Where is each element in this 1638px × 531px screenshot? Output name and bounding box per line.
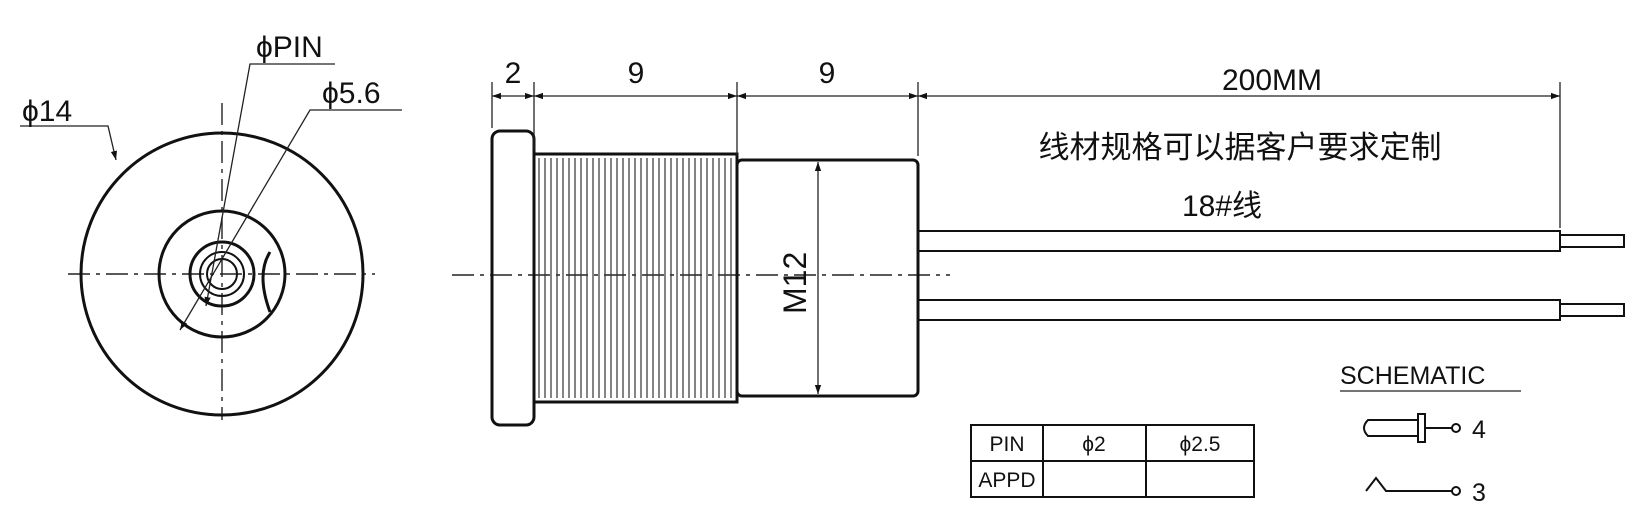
pin-table-header-size-1: ϕ2 <box>1082 433 1105 456</box>
wire-length-dimension-label: 200MM <box>1222 64 1322 97</box>
front-view: ϕ14 ϕPIN ϕ5.6 <box>20 31 402 420</box>
body-section <box>735 158 920 398</box>
thread-size-label: M12 <box>777 252 813 314</box>
outer-diameter-label: ϕ14 <box>22 95 72 128</box>
wire-lower-conductor <box>1559 303 1625 317</box>
pin-table-header-pin: PIN <box>989 433 1024 456</box>
outer-circle <box>79 131 365 417</box>
spring-contact-symbol <box>1365 476 1461 496</box>
pin-table-row-appd: APPD <box>978 469 1035 492</box>
pin-table: PIN ϕ2 ϕ2.5 APPD <box>970 424 1255 498</box>
body-length-dimension-label: 9 <box>819 57 836 90</box>
spring-contact-line <box>1365 476 1452 492</box>
pin-symbol-collar <box>1417 413 1426 443</box>
outer-diameter-leader <box>20 125 118 161</box>
flange <box>490 129 536 427</box>
wire-lower-insulation <box>917 299 1561 321</box>
pin-socket-ring-circle <box>199 251 245 297</box>
pin-label: ϕPIN <box>256 31 323 64</box>
pin-socket-outer-circle <box>188 240 256 308</box>
inner-diameter-leader <box>179 109 402 331</box>
schematic-title: SCHEMATIC <box>1340 362 1485 390</box>
side-view: M12 2 9 9 200MM 线材规格可以据客户要求定制 18#线 <box>452 57 1625 427</box>
pin-symbol <box>1363 413 1461 443</box>
thread-lines <box>538 158 732 398</box>
flange-dimension-label: 2 <box>505 57 522 90</box>
pin-leader <box>204 63 335 307</box>
key-notch <box>261 251 272 313</box>
thread-length-dimension-label: 9 <box>628 57 645 90</box>
wire-upper-conductor <box>1559 234 1625 248</box>
spring-contact-terminal <box>1451 486 1461 496</box>
pin-table-header-size-2: ϕ2.5 <box>1180 433 1221 456</box>
inner-body-circle <box>157 209 287 339</box>
wire-customization-note: 线材规格可以据客户要求定制 <box>1039 130 1442 166</box>
pin-symbol-terminal <box>1451 423 1461 433</box>
pin-symbol-body <box>1363 419 1418 437</box>
wire-gauge-label: 18#线 <box>1182 190 1262 223</box>
schematic-pin-3-label: 3 <box>1472 479 1486 507</box>
inner-diameter-label: ϕ5.6 <box>322 77 381 110</box>
schematic: SCHEMATIC 4 3 <box>1340 362 1521 507</box>
wire-upper-insulation <box>917 230 1561 252</box>
schematic-pin-4-label: 4 <box>1472 416 1486 444</box>
